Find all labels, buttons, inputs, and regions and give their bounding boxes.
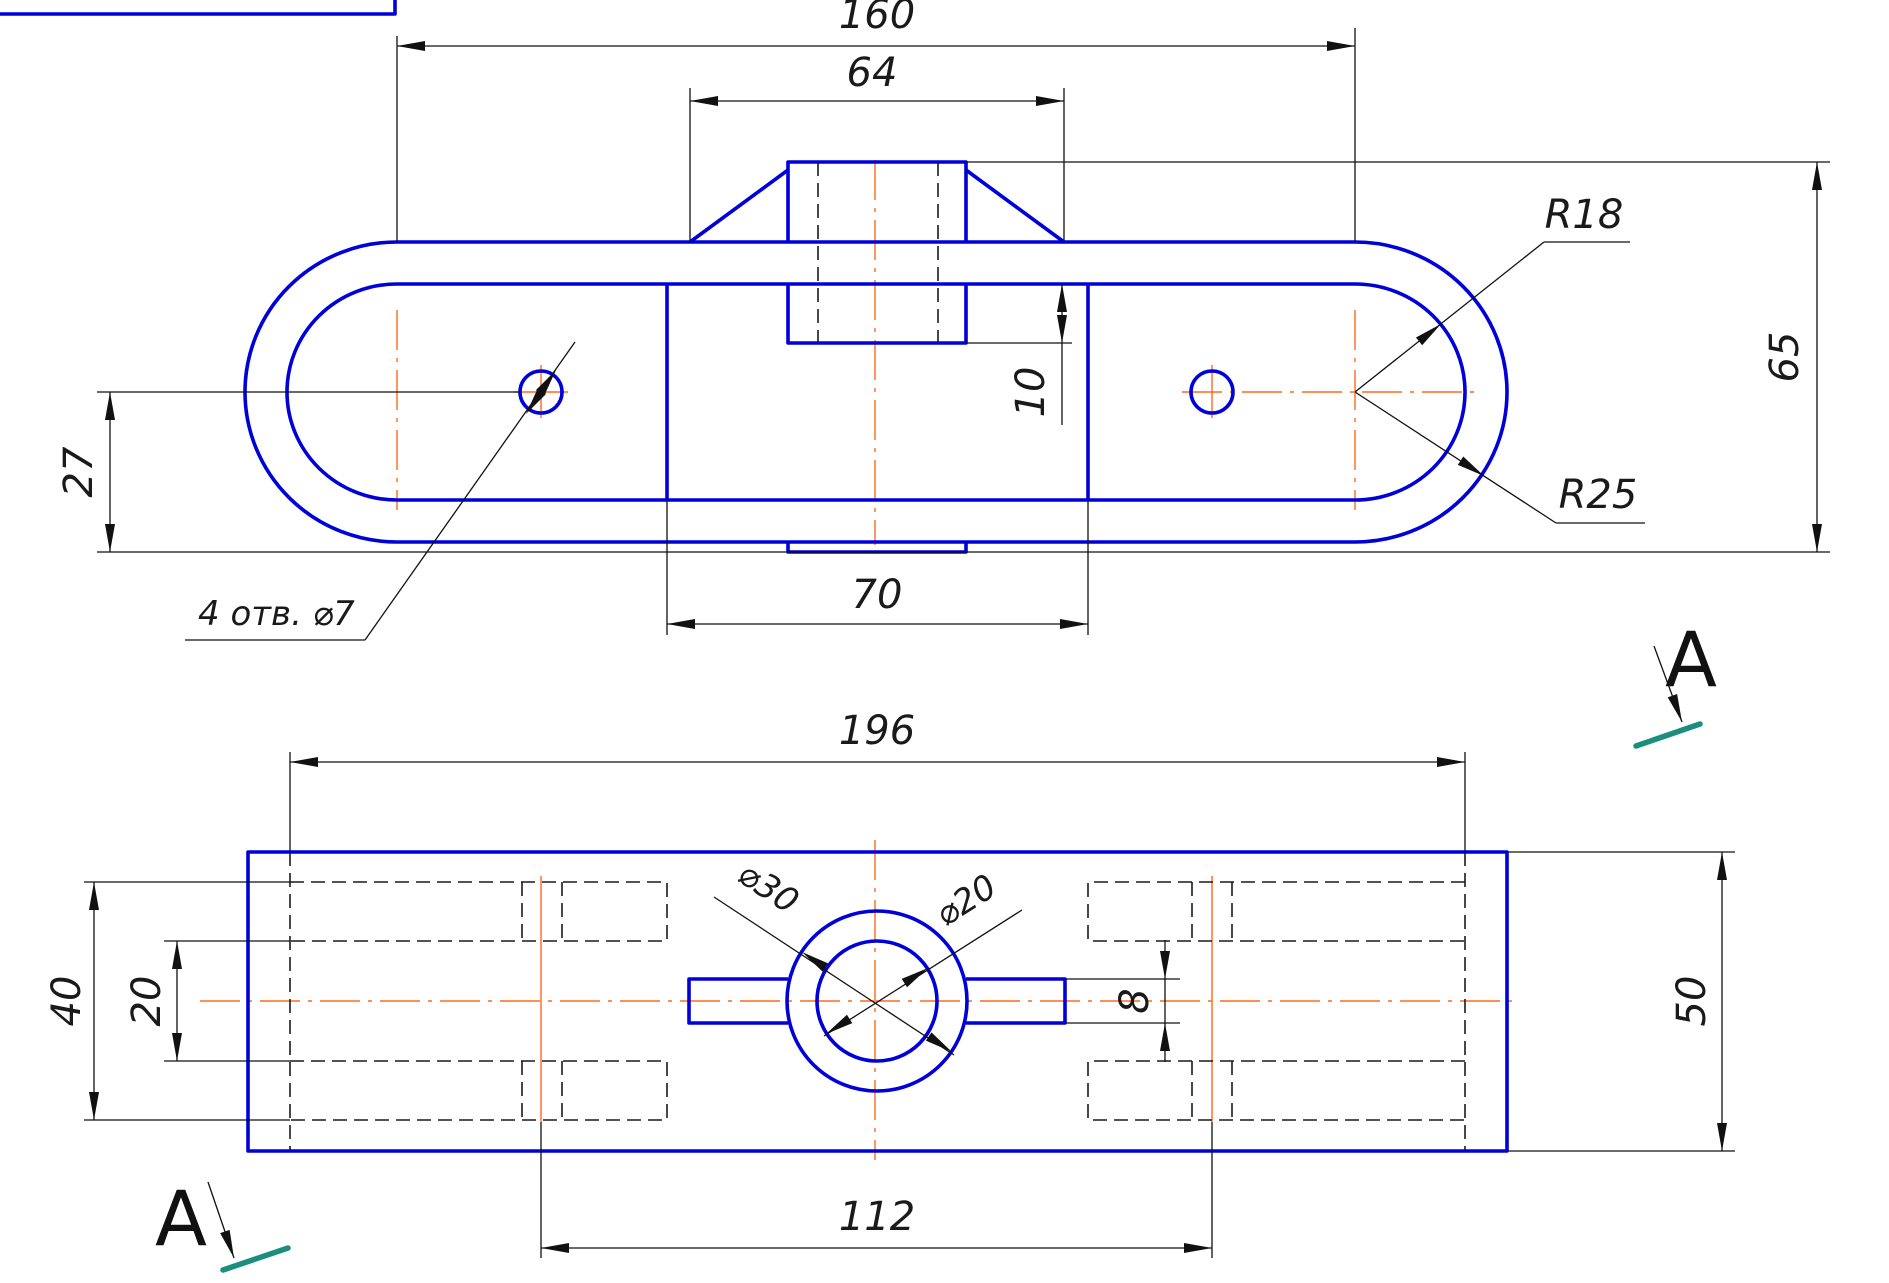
boss-inner-circle: [815, 939, 939, 1063]
dim-text-20: 20: [124, 976, 170, 1027]
dim-text-r25: R25: [1559, 472, 1638, 518]
dim-text-10: 10: [1008, 367, 1054, 418]
hidden-pocket-right-bottom: [1087, 1060, 1465, 1121]
dim-text-40: 40: [44, 976, 90, 1027]
dim-text-27: 27: [56, 446, 102, 497]
leader-phi30: [713, 896, 955, 1056]
dim-text-112: 112: [839, 1194, 915, 1240]
section-mark-top: A: [1633, 615, 1717, 749]
rib-left: [688, 168, 790, 244]
base-outline: [246, 850, 1509, 1153]
outer-racetrack-outline: [243, 240, 1509, 544]
dim-text-phi20: ⌀20: [928, 867, 1003, 935]
title-block-fragment: [0, 0, 397, 16]
leader-phi20: [823, 909, 1023, 1037]
boss-outline: [786, 160, 968, 242]
dim-text-65: 65: [1762, 332, 1808, 383]
holes-note: 4 отв. ⌀7: [198, 594, 355, 634]
dim-text-phi30: ⌀30: [730, 854, 805, 923]
top-view: 160 64 65 10 27 70: [56, 0, 1830, 641]
section-mark-bottom: A: [155, 1174, 291, 1273]
dim-text-8: 8: [1112, 988, 1158, 1013]
inner-racetrack-outline: [285, 282, 1467, 502]
hidden-pocket-left-bottom: [290, 1060, 668, 1121]
bottom-view: ⌀30 ⌀20 196 40 20 8: [44, 708, 1735, 1258]
section-cut-mark-bottom: [220, 1245, 291, 1273]
mounting-hole-right: [1189, 369, 1235, 415]
boss-lower-slot: [786, 284, 968, 345]
hidden-pocket-right-top: [1087, 881, 1465, 942]
rib-right: [964, 168, 1066, 244]
section-label-top: A: [1665, 615, 1717, 704]
section-cut-mark-top: [1633, 721, 1703, 749]
dim-text-70: 70: [852, 572, 903, 618]
bar-left: [687, 977, 788, 1025]
bar-right: [966, 977, 1067, 1025]
dim-text-50: 50: [1669, 976, 1715, 1027]
boss-outer-circle: [785, 909, 969, 1093]
hidden-pocket-left-top: [290, 881, 668, 942]
section-label-bottom: A: [155, 1174, 207, 1263]
dim-text-r18: R18: [1545, 192, 1624, 238]
dim-text-196: 196: [839, 708, 915, 754]
dim-text-64: 64: [847, 50, 898, 96]
leader-r18: [1354, 241, 1545, 393]
dim-text-160: 160: [839, 0, 915, 38]
leader-r25: [1354, 391, 1557, 524]
